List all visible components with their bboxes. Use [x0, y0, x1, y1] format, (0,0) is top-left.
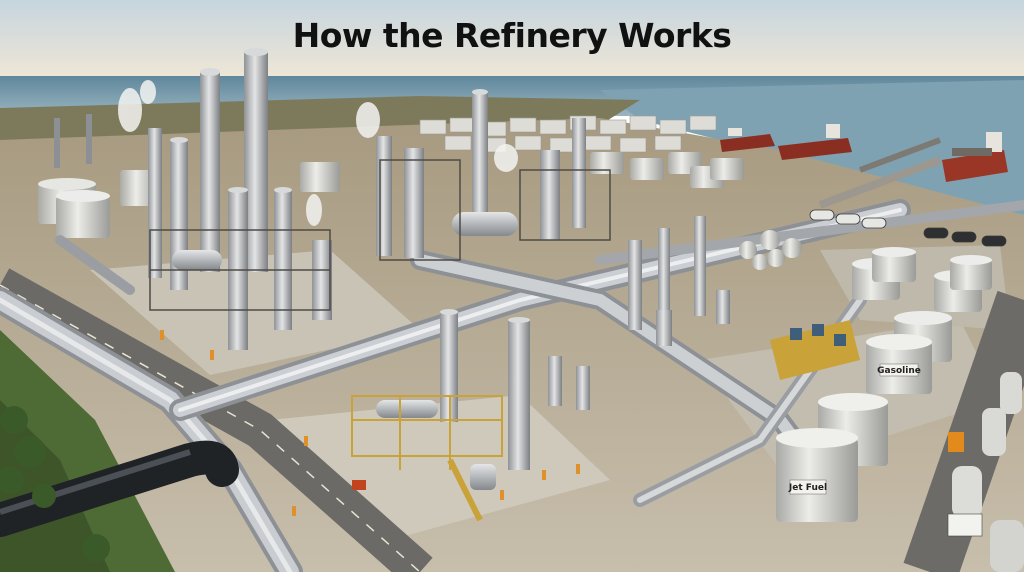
- jet-fuel-tank: Jet Fuel: [776, 428, 858, 522]
- tanker-ships: [720, 124, 1008, 182]
- large-black-pipe: [0, 440, 239, 537]
- gasoline-label: Gasoline: [877, 366, 921, 376]
- spherical-tanks: [739, 230, 802, 270]
- left-storage-tanks: [38, 178, 110, 238]
- workers: [160, 330, 580, 516]
- steam-plumes: [118, 80, 518, 226]
- sky: [0, 0, 1024, 80]
- highway-right: [903, 290, 1024, 572]
- steel-structure-dark: [149, 159, 611, 311]
- page-title: How the Refinery Works: [292, 16, 732, 55]
- large-black-pipe-highlight: [0, 449, 191, 515]
- column-caps: [170, 48, 530, 323]
- jet-fuel-label: Jet Fuel: [788, 483, 827, 493]
- gasoline-tank: Gasoline: [866, 334, 932, 394]
- tanker-trucks: [947, 372, 1024, 572]
- jetty-deck: [818, 156, 942, 209]
- rail-tank-cars: [809, 209, 1007, 247]
- pump-skid: [770, 320, 860, 380]
- small-vehicle: [352, 480, 366, 490]
- road-line: [0, 284, 421, 572]
- trees: [0, 406, 110, 562]
- horizontal-vessels: [172, 212, 518, 490]
- jetty: [858, 137, 942, 173]
- steel-structure: [351, 395, 503, 522]
